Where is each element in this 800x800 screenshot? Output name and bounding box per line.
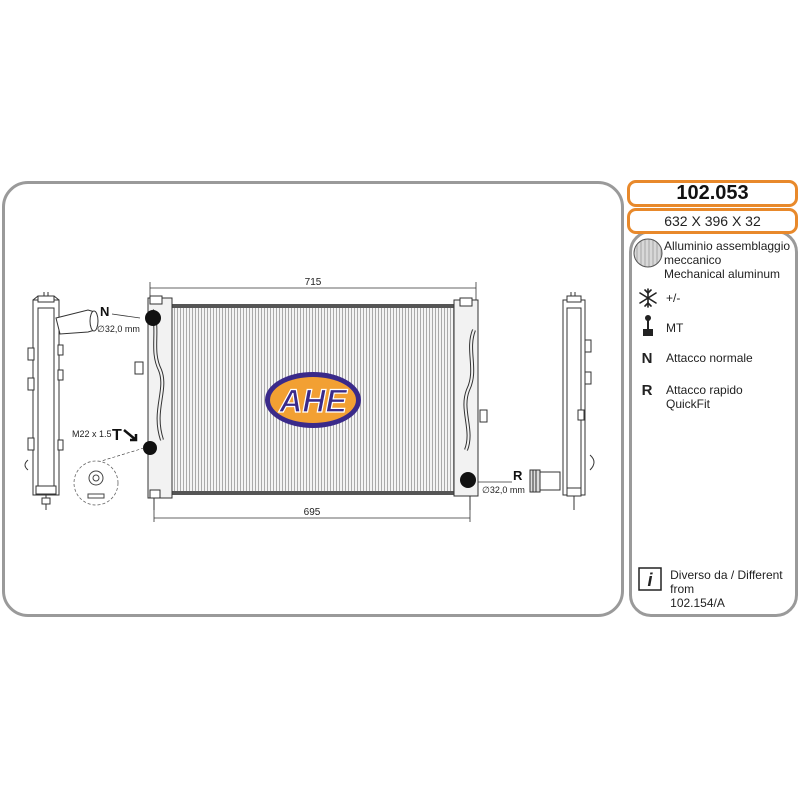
material-line-1: Alluminio assemblaggio (664, 239, 791, 253)
thread-arrow-icon (123, 429, 138, 442)
outlet-diameter: ∅32,0 mm (482, 485, 525, 495)
material-line-2: meccanico (664, 253, 722, 267)
top-dimension: 715 (305, 277, 322, 288)
ac-text: +/- (666, 291, 681, 305)
gear-shift-icon (643, 315, 653, 336)
inlet-diameter: ∅32,0 mm (97, 324, 140, 334)
svg-text:i: i (647, 570, 653, 590)
left-tank (134, 295, 173, 510)
n-text: Attacco normale (666, 351, 753, 365)
right-tank (453, 297, 488, 510)
feature-ac: +/- (634, 291, 680, 305)
snowflake-icon (639, 288, 657, 308)
feature-gearbox: MT (634, 321, 683, 335)
r-line-2: QuickFit (666, 397, 711, 411)
product-dimensions: 632 X 396 X 32 (627, 208, 798, 234)
dimension-lines (149, 282, 477, 522)
material-line-3: Mechanical aluminum (664, 267, 781, 281)
gearbox-text: MT (666, 321, 684, 335)
thread-detail-circle (73, 460, 119, 506)
left-side-profile (24, 292, 99, 510)
specs-panel (629, 230, 798, 617)
bottom-dimension: 695 (304, 507, 321, 518)
feature-quick-connection: R Attacco rapido QuickFit (634, 382, 743, 411)
drain-port (143, 441, 157, 455)
feature-material: Alluminio assemblaggio meccanico Mechani… (634, 239, 790, 281)
n-letter: N (641, 350, 653, 367)
right-side-profile (529, 292, 595, 510)
thread-letter: T (112, 427, 122, 444)
product-code: 102.053 (627, 180, 798, 207)
r-line-1: Attacco rapido (666, 383, 743, 397)
brand-logo-text: AHE (278, 383, 348, 419)
feature-info: Diverso da / Different from 102.154/A (634, 568, 800, 610)
r-letter: R (641, 382, 653, 399)
thread-label: M22 x 1.5 (72, 429, 112, 439)
feature-normal-connection: N Attacco normale (634, 350, 753, 367)
outlet-port (460, 472, 476, 488)
aluminum-texture-icon (633, 238, 663, 268)
info-line-2: 102.154/A (670, 596, 725, 610)
outlet-letter: R (513, 468, 523, 483)
inlet-letter: N (100, 304, 109, 319)
info-icon: i (638, 567, 662, 591)
info-line-1: Diverso da / Different from (670, 568, 783, 596)
brand-logo: AHE (265, 372, 361, 428)
inlet-port (145, 310, 161, 326)
